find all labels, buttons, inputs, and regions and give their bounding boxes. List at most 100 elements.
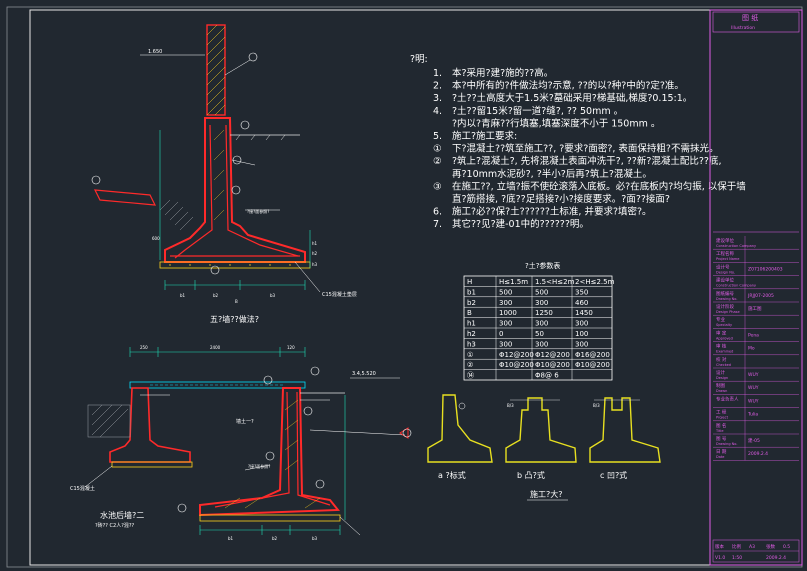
top-elevation-marker: 1.650 [148,49,162,55]
table-cell: h1 [467,320,476,328]
table-cell: Φ16@200 [575,351,610,359]
table-cell: 460 [575,299,588,307]
title-block-row-value: WUY [748,372,759,378]
table-cell: 300 [499,299,512,307]
title-block-row-label: 设计阶段 [716,303,734,310]
note-number: 4. [433,106,442,117]
profile-c-dim-label: B/3 [593,403,600,408]
title-block-row-value: WUY [748,398,759,404]
table-cell: Φ10@200 [499,361,534,369]
title-block-row-label: 专业负责人 [716,395,739,402]
table-cell: 0 [499,330,503,338]
rebar-pool-1 [214,391,290,508]
ground-hatch-right [235,134,286,141]
table-header-cell: H≤1.5m [499,278,528,286]
note-number: 7. [433,219,442,230]
profile-a-caption: a ?标式 [438,470,466,480]
table-cell: 1250 [535,309,553,317]
dim-label-600: 600 [152,236,160,241]
section-2-pool-wall: 250 2400 120 [70,345,412,541]
dim-b1-pool: b1 [228,536,234,541]
table-cell: 300 [499,320,512,328]
title-block-row-sub: Specialty [716,323,732,327]
title-block-row-label: 专业 [716,316,725,323]
table-cell: 350 [575,288,588,296]
table-cell: ② [467,361,473,369]
title-block-row-value: Z07106200403 [748,266,783,272]
title-block-row-value: 2009.2.4 [748,451,768,457]
title-block-subheader: Illustration [731,25,755,31]
dimension-lines-section-2-bottom [199,395,346,535]
footer-value: V1.0 [715,555,725,561]
title-block-row-value: 施工图 [748,305,762,312]
brick-wall-outline [206,24,226,116]
rebar-vertical-right [225,124,299,257]
note-text: 施工?施工要求: [452,130,517,142]
note-number: 5. [433,131,442,142]
dimension-lines-section-2-top [129,347,306,357]
table-cell: 300 [575,340,588,348]
table-cell: Φ8@ 6 [535,372,559,380]
c15-label: C15混凝土垫层 [322,291,357,298]
dim-label-B: B [235,299,238,304]
title-block-row-sub: Examined [716,350,733,354]
table-cell: 500 [535,288,548,296]
title-block-row-label: 工 程 [716,409,727,416]
table-cell: 300 [535,340,548,348]
note-text: 本?采用?建?施的??高。 [452,67,553,79]
title-block-row-sub: Design Phase [716,310,740,314]
stem-hatch [213,129,225,221]
profile-a-outline [427,394,493,463]
profile-b-outline [505,397,577,463]
note-number: 2. [433,81,442,92]
dim-label-b1: b1 [180,293,186,298]
title-block-row-sub: Checked [716,363,731,367]
table-cell: 300 [499,340,512,348]
note-text: ?筑上?混凝土?, 先将混凝土表面冲洗干?, ??新?混凝土配比??底, [452,155,721,167]
title-block-row-sub: Drawing No. [716,297,737,301]
table-cell: ⑭ [467,372,474,380]
dim-label-h1: h1 [312,241,318,246]
title-block-row-label: 审 核 [716,343,727,350]
soil-hatch-left [159,199,194,231]
table-cell: Φ12@200 [535,351,570,359]
footer-label: A3 [749,544,755,550]
note-number: 1. [433,68,442,79]
title-block-row-label: 审 定 [716,329,727,336]
title-block-row-label: 建设单位 [716,277,734,284]
note-text: 下?混凝土??筑至施工??, ?要求?面密?, 表面保持粗?不需抹光。 [452,143,718,155]
drain-pipe [93,189,157,206]
title-block-row-label: 校 对 [716,356,727,363]
table-cell: B [467,309,472,317]
note-text: ?土??土高度大于1.5米?墓础采用?梯基础,梯度?0.15:1。 [452,92,692,104]
title-block-row-sub: Title [715,429,724,433]
note-number: ① [433,144,442,155]
title-block-row-sub: Approved [716,336,733,340]
pad-right [199,514,341,522]
brick-wall-hatch [206,24,226,116]
title-block-header: 图 纸 [742,13,758,22]
wall-label: 墙土一? [236,418,254,425]
leaders-section-2 [84,394,406,536]
section-1-caption: 五?墙??做法? [210,314,259,324]
table-header-cell: 2<H≤2.5m [575,278,615,286]
soil-hatch-pool-left [91,404,129,438]
right-pool-wall [199,387,341,517]
elev-right-label: 3.4,5.520 [352,371,376,377]
table-cell: Φ10@200 [575,361,610,369]
note-number: ② [433,156,442,167]
dim-label-h3: h3 [312,262,318,267]
title-block-row-value: WUY [748,385,759,391]
pipe-arrow [399,427,409,439]
title-block-row-value: Mo [748,346,755,352]
title-block-row-label: 日 期 [716,449,727,455]
dim-120: 120 [287,345,295,350]
rebar-pool-2 [296,391,331,506]
section-1-retaining-wall: 1.650 C15混凝土垫层 ?接?面参照? b1 b2 b3 B h1 h2 … [91,24,357,324]
profile-a-circle [458,402,466,410]
footer-label: 比例 [732,543,741,550]
title-block-row-sub: Date [716,455,724,459]
dim-2400: 2400 [210,345,221,350]
profile-c-caption: c 凹?式 [600,470,627,480]
